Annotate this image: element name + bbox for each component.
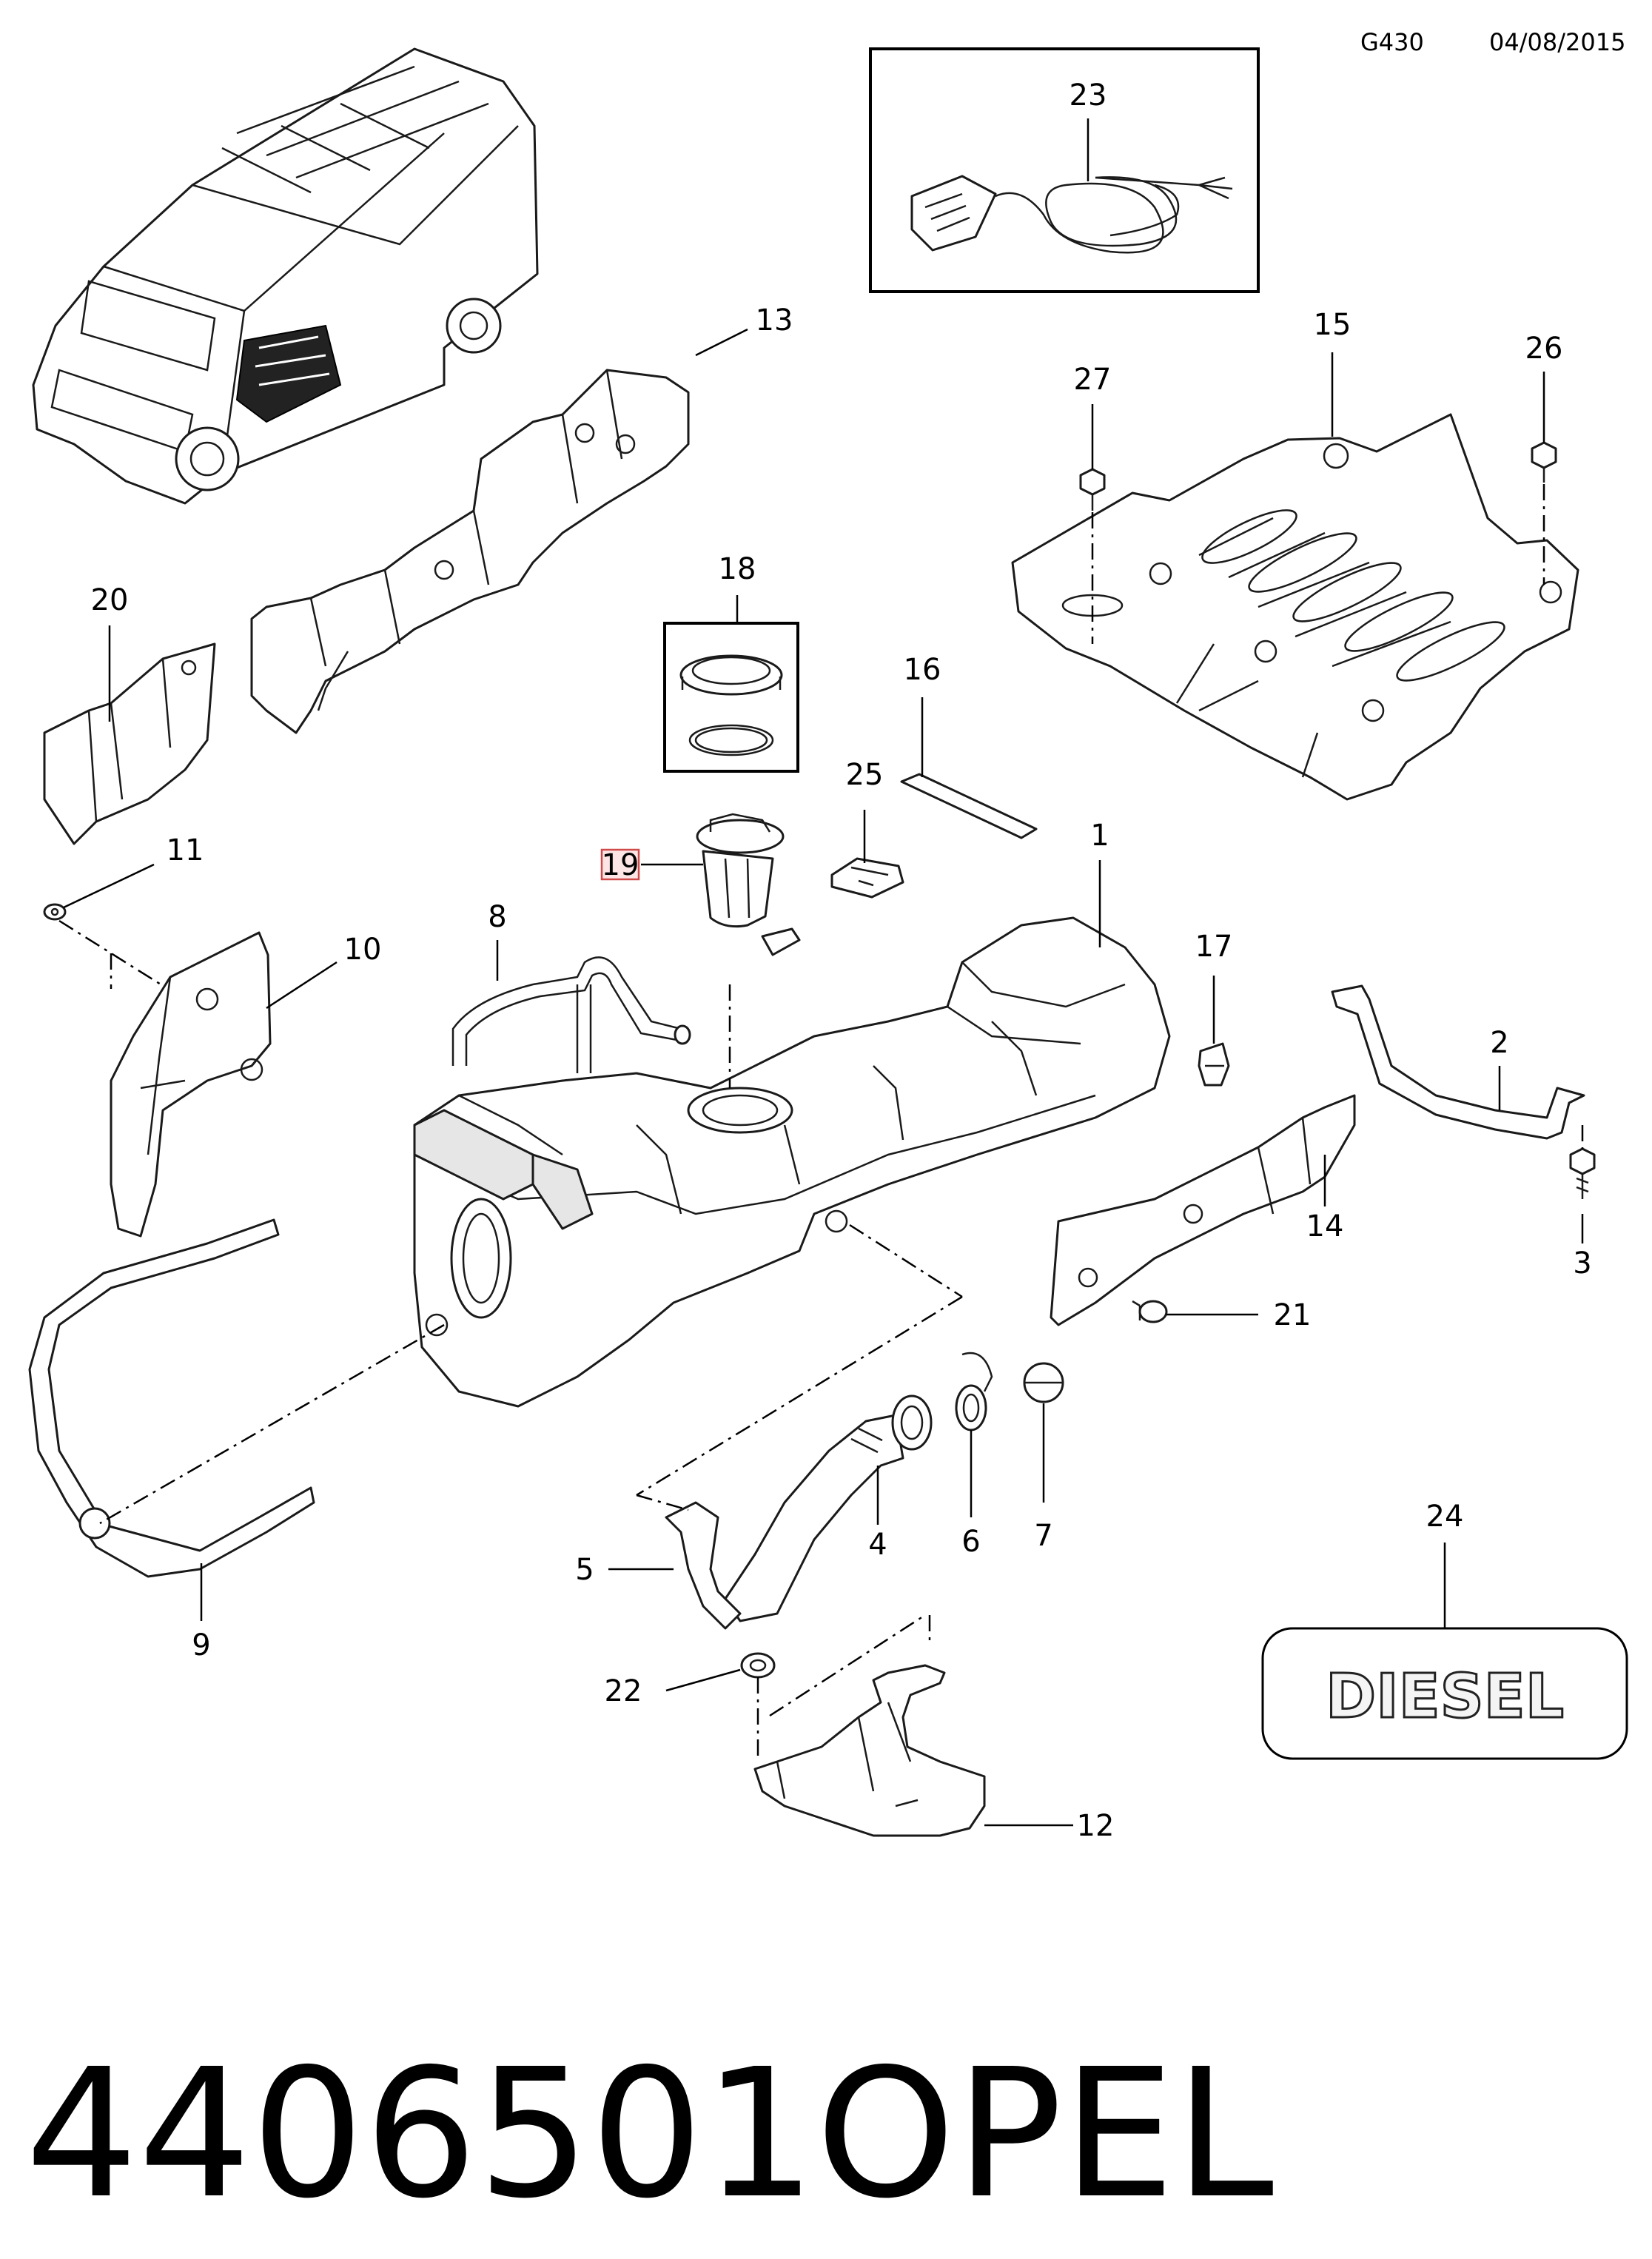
callout-8: 8 bbox=[488, 900, 506, 934]
callout-24: 24 bbox=[1426, 1500, 1464, 1534]
diesel-badge-text: DIESEL bbox=[1326, 1662, 1564, 1732]
callout-25: 25 bbox=[846, 758, 884, 792]
callout-13: 13 bbox=[756, 303, 793, 338]
part-number: 4406501 bbox=[25, 2030, 816, 2238]
strap-9 bbox=[28, 1218, 315, 1578]
callout-1: 1 bbox=[1090, 819, 1109, 853]
pad-16 bbox=[900, 773, 1038, 839]
dash-11 bbox=[58, 919, 171, 992]
callout-3: 3 bbox=[1573, 1246, 1591, 1280]
clip-11 bbox=[43, 903, 67, 921]
bolt-26 bbox=[1531, 441, 1557, 483]
leader-11 bbox=[63, 863, 155, 909]
filler-neck-4 bbox=[724, 1394, 933, 1622]
callout-14: 14 bbox=[1306, 1209, 1344, 1243]
van-thumbnail bbox=[32, 47, 539, 505]
callout-17: 17 bbox=[1195, 930, 1233, 964]
callout-9: 9 bbox=[192, 1628, 210, 1662]
callout-7: 7 bbox=[1034, 1519, 1052, 1553]
callout-5: 5 bbox=[575, 1553, 594, 1587]
callout-15: 15 bbox=[1314, 308, 1352, 342]
callout-2: 2 bbox=[1490, 1026, 1508, 1060]
callout-11: 11 bbox=[167, 833, 204, 867]
fuel-pump-module-19 bbox=[696, 813, 801, 956]
diagram-date: 04/08/2015 bbox=[1489, 28, 1625, 56]
callout-22: 22 bbox=[605, 1674, 642, 1708]
shield-12 bbox=[753, 1664, 986, 1837]
callout-21: 21 bbox=[1274, 1298, 1312, 1332]
shield-10 bbox=[110, 931, 272, 1238]
callout-6: 6 bbox=[961, 1525, 980, 1559]
brand-name: OPEL bbox=[816, 2030, 1274, 2238]
bumper-7 bbox=[1023, 1362, 1064, 1403]
sensor-25 bbox=[830, 857, 904, 899]
fuel-cap-6 bbox=[955, 1352, 993, 1431]
callout-19-highlight bbox=[600, 848, 640, 881]
leader-13 bbox=[695, 328, 748, 357]
locking-ring-inset-18 bbox=[663, 622, 799, 773]
clip-17 bbox=[1198, 1042, 1230, 1087]
callout-4: 4 bbox=[868, 1528, 887, 1562]
vent-hose-8 bbox=[451, 956, 691, 1073]
callout-10: 10 bbox=[344, 933, 382, 967]
callout-23: 23 bbox=[1070, 78, 1107, 113]
callout-26: 26 bbox=[1525, 332, 1563, 366]
callout-27: 27 bbox=[1074, 363, 1112, 397]
heat-shield-13 bbox=[250, 369, 690, 734]
strap-2 bbox=[1331, 984, 1585, 1140]
callout-19: 19 bbox=[602, 848, 639, 882]
hose-5 bbox=[665, 1501, 742, 1630]
callout-16: 16 bbox=[904, 653, 941, 687]
skid-plate-15 bbox=[1011, 413, 1579, 801]
fuel-tank-1 bbox=[413, 916, 1171, 1408]
grommet-22 bbox=[740, 1652, 776, 1679]
diagram-code: G430 bbox=[1360, 28, 1424, 56]
push-pin-21 bbox=[1132, 1300, 1168, 1323]
leader-22 bbox=[665, 1668, 741, 1692]
leader-10 bbox=[266, 961, 338, 1010]
shield-14 bbox=[1050, 1094, 1356, 1326]
callout-12: 12 bbox=[1077, 1809, 1115, 1843]
callout-20: 20 bbox=[91, 583, 129, 617]
wiring-harness-inset bbox=[869, 47, 1260, 293]
bolt-3 bbox=[1569, 1147, 1596, 1199]
callout-18: 18 bbox=[719, 552, 756, 586]
shield-20 bbox=[43, 642, 216, 845]
bolt-27 bbox=[1079, 468, 1106, 511]
